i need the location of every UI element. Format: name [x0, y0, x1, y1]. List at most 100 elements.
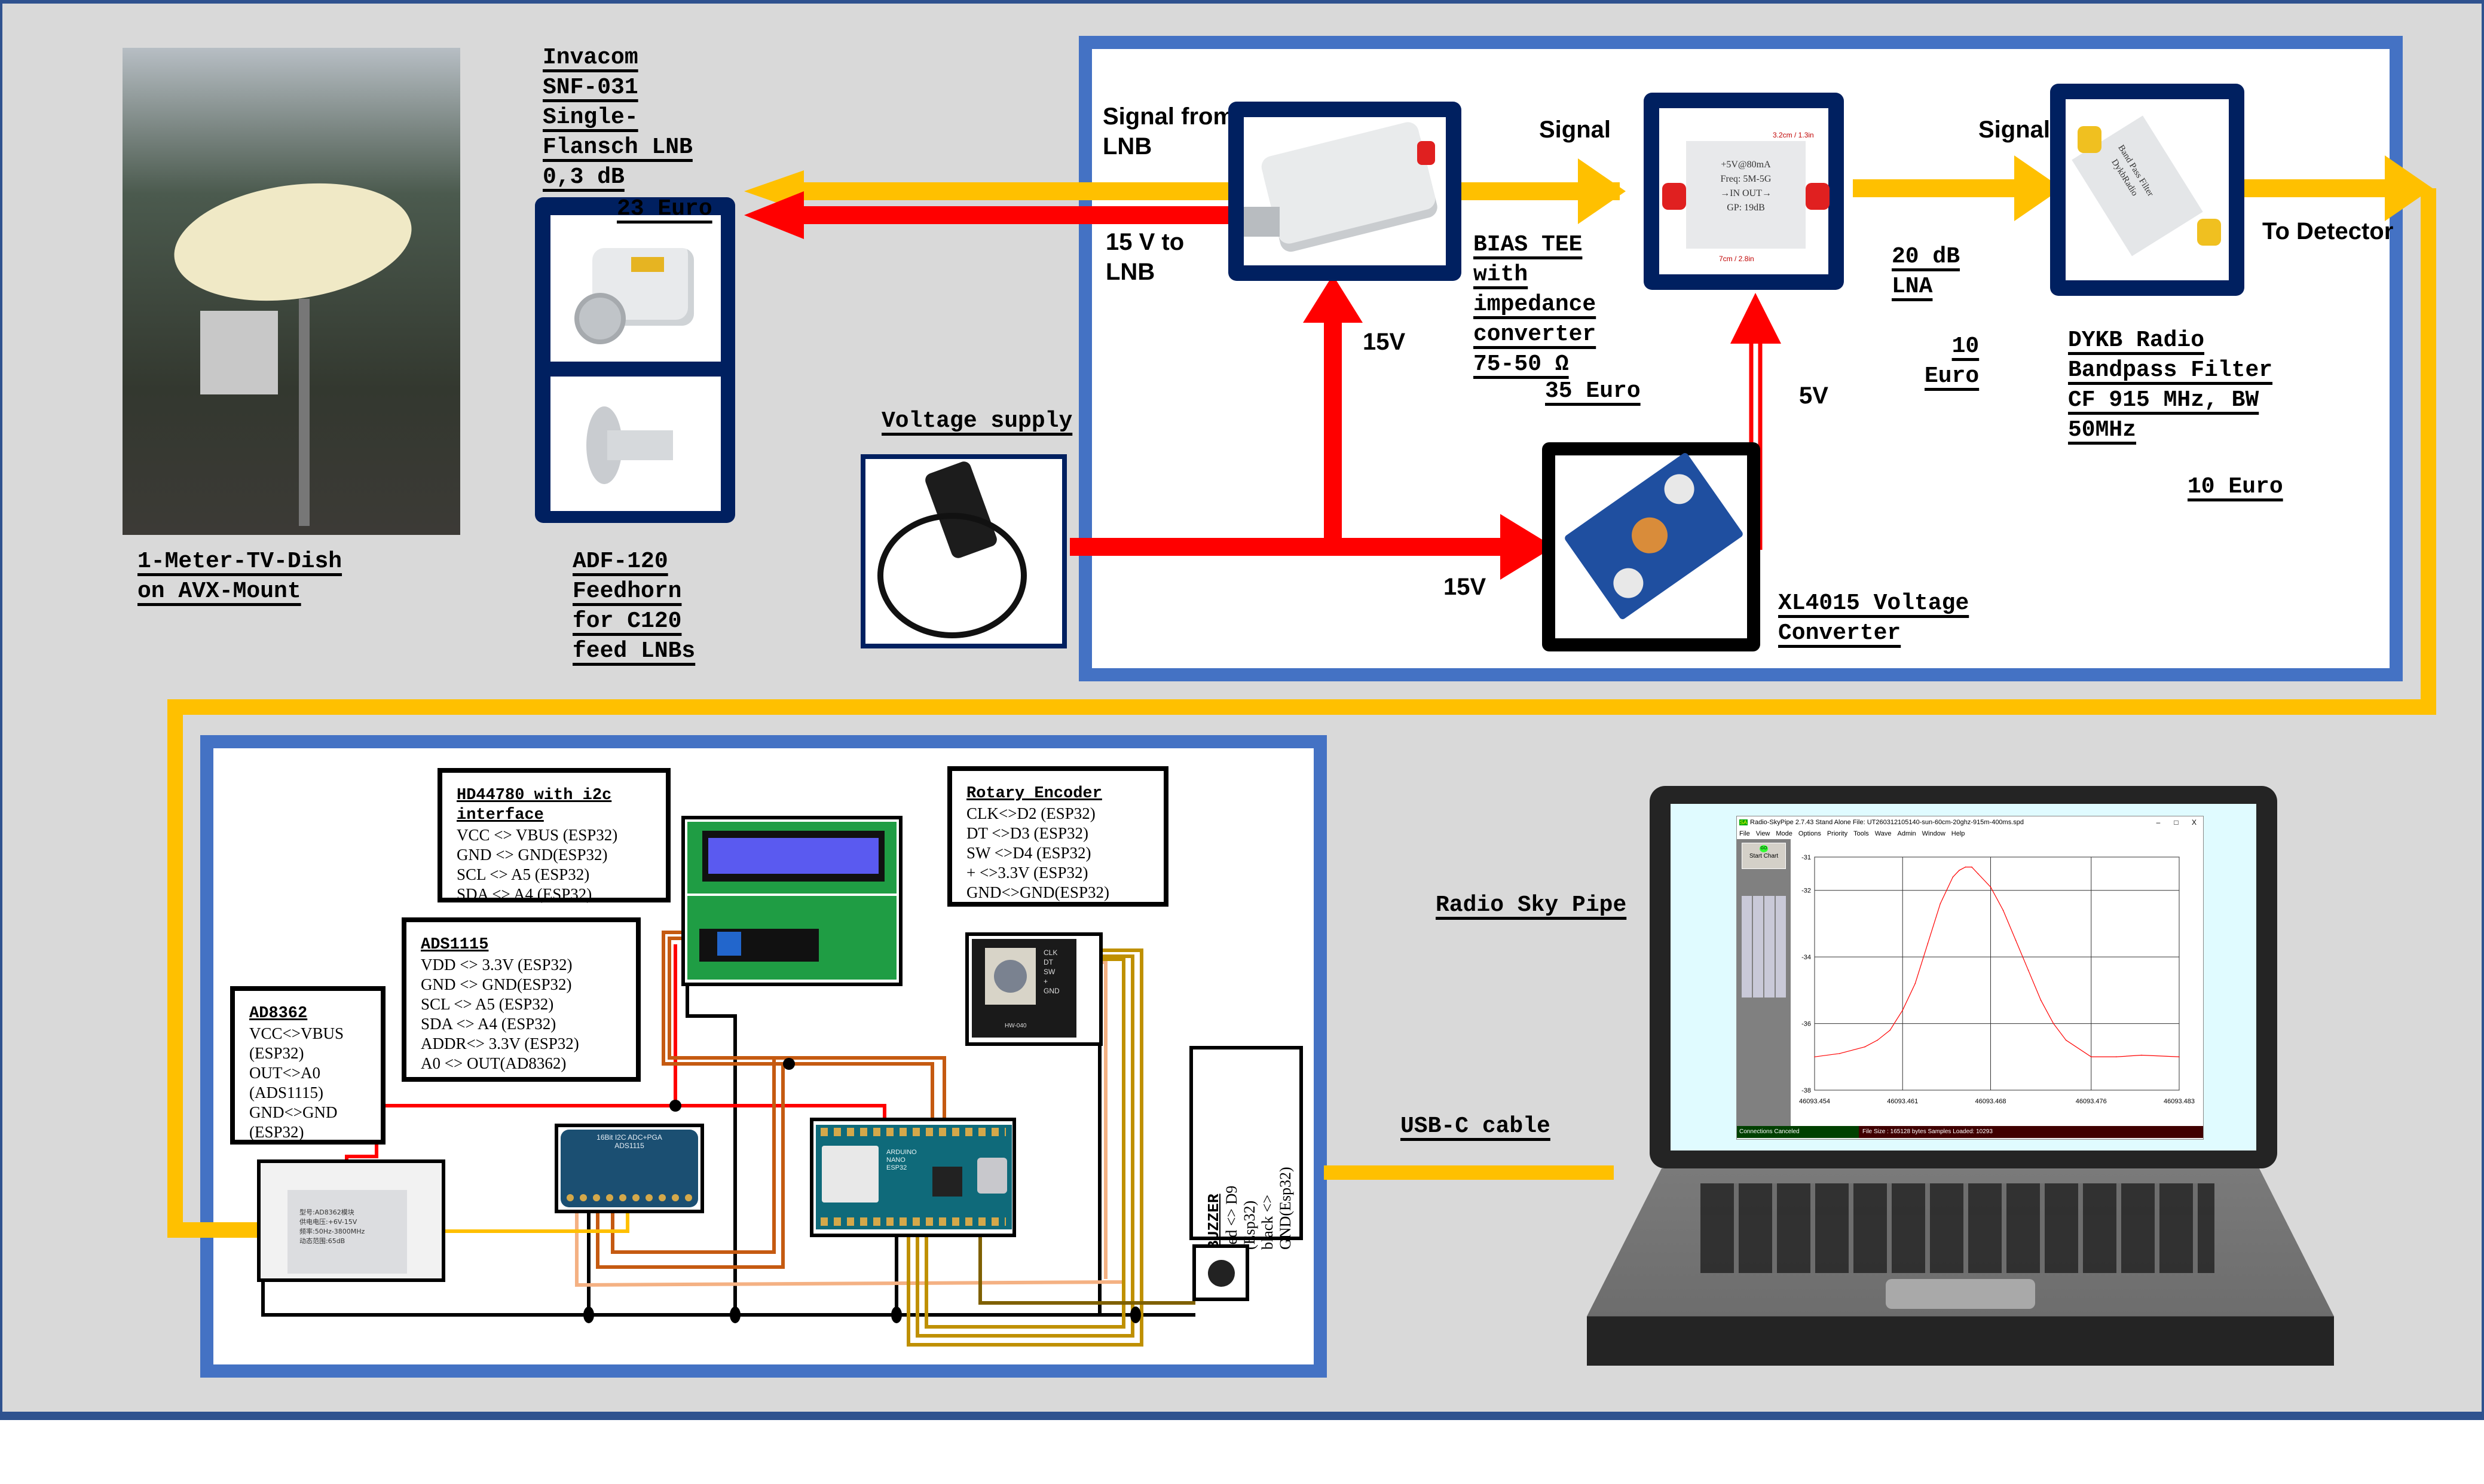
menu-priority[interactable]: Priority	[1827, 830, 1848, 837]
menu-bar: File View Mode Options Priority Tools Wa…	[1737, 828, 2203, 839]
bias-tee-photo	[1259, 120, 1438, 246]
data-point	[2116, 1056, 2117, 1058]
signal-line-right-down	[2421, 188, 2436, 714]
menu-wave[interactable]: Wave	[1874, 830, 1892, 837]
tripod	[299, 299, 310, 526]
app-icon: SA	[1739, 819, 1748, 825]
menu-help[interactable]: Help	[1951, 830, 1965, 837]
menu-window[interactable]: Window	[1922, 830, 1945, 837]
bpf-sma-out	[2197, 219, 2221, 246]
menu-mode[interactable]: Mode	[1776, 830, 1792, 837]
usb-c-port[interactable]	[977, 1158, 1007, 1194]
y-tick-label: -36	[1801, 1021, 1811, 1028]
window-title: Radio-SkyPipe 2.7.43 Stand Alone File: U…	[1750, 819, 2024, 826]
data-point	[1965, 866, 1966, 868]
data-point	[1977, 873, 1979, 874]
signal-label-2: Signal	[1978, 117, 2051, 143]
menu-options[interactable]: Options	[1798, 830, 1821, 837]
bias-tee-price: 35 Euro	[1545, 378, 1641, 404]
data-point	[2065, 1039, 2067, 1041]
data-point	[1877, 1039, 1878, 1041]
lna-price: 10 Euro	[1925, 333, 1980, 389]
dish-photo	[123, 48, 460, 535]
pin	[580, 1194, 587, 1201]
junction-dot	[730, 1306, 741, 1323]
gnd-lcd	[686, 968, 737, 1315]
chart-tool-buttons[interactable]	[1742, 896, 1787, 998]
encoder-knob	[994, 960, 1027, 993]
to-detector-label: To Detector	[2262, 218, 2394, 244]
minimize-button[interactable]: –	[2156, 818, 2161, 827]
bpf-sma-in	[2078, 126, 2101, 153]
start-chart-button[interactable]: GO Start Chart	[1742, 843, 1786, 869]
data-point	[2040, 999, 2042, 1001]
pin	[672, 1194, 679, 1201]
contrast-pot	[717, 932, 741, 956]
ads-sda-line	[611, 1058, 776, 1254]
menu-view[interactable]: View	[1755, 830, 1770, 837]
menu-admin[interactable]: Admin	[1897, 830, 1916, 837]
data-point	[2141, 1054, 2142, 1056]
5v-label: 5V	[1799, 383, 1828, 409]
data-point	[2179, 1056, 2180, 1058]
data-point	[2002, 910, 2004, 911]
power-arrow-to-lnb	[744, 191, 804, 239]
y-tick-label: -38	[1801, 1087, 1811, 1094]
sw-line	[925, 957, 1125, 1329]
lnb-flange	[574, 293, 626, 344]
power-line-to-lnb	[795, 206, 1249, 224]
scl-line	[662, 931, 934, 1124]
dt-line	[916, 954, 1134, 1338]
usb-c-cable-line	[1324, 1165, 1614, 1180]
keyboard[interactable]	[1700, 1183, 2214, 1273]
signal-line-lnb-to-biastee	[795, 182, 1249, 200]
lnb-label	[631, 257, 664, 272]
pin	[567, 1194, 574, 1201]
signal-arrow-to-lna	[1578, 158, 1626, 224]
data-point	[1959, 870, 1960, 871]
capacitor	[1607, 562, 1650, 604]
data-point	[1839, 1052, 1840, 1054]
buzzer-note-text: BUZZER red <> D9 (Esp32) black <> GND(Es…	[1205, 1167, 1294, 1250]
menu-tools[interactable]: Tools	[1853, 830, 1869, 837]
data-point	[2052, 1023, 2054, 1024]
data-point	[1990, 886, 1992, 888]
x-tick-label: 46093.476	[2076, 1098, 2107, 1105]
power-arrow-to-lna	[1730, 293, 1781, 344]
pin	[659, 1194, 666, 1201]
close-button[interactable]: X	[2191, 818, 2197, 827]
buzzer-body	[1208, 1260, 1235, 1287]
toolbar-side: GO Start Chart	[1737, 839, 1791, 1126]
sma-out	[1806, 183, 1830, 210]
touchpad[interactable]	[1886, 1279, 2035, 1309]
signal-arrow-to-bpf	[2014, 155, 2062, 221]
dish-caption: 1-Meter-TV-Dish on AVX-Mount	[137, 549, 342, 604]
usb-c-cable-label: USB-C cable	[1400, 1113, 1550, 1139]
lnb-photo	[550, 215, 721, 362]
menu-file[interactable]: File	[1739, 830, 1750, 837]
junction-dot	[783, 1058, 795, 1070]
lcd-bezel	[702, 831, 885, 882]
dish-reflector	[166, 169, 420, 315]
signal-line-left-down	[167, 699, 183, 1237]
sma-connector	[1417, 141, 1435, 165]
data-point	[2090, 1056, 2092, 1058]
window-titlebar: SA Radio-SkyPipe 2.7.43 Stand Alone File…	[1737, 816, 2203, 828]
maximize-button[interactable]: □	[2174, 818, 2179, 827]
f-connector	[1244, 207, 1280, 237]
junction-dot	[891, 1306, 902, 1323]
feedhorn-photo	[550, 377, 721, 511]
go-indicator: GO	[1760, 845, 1768, 852]
